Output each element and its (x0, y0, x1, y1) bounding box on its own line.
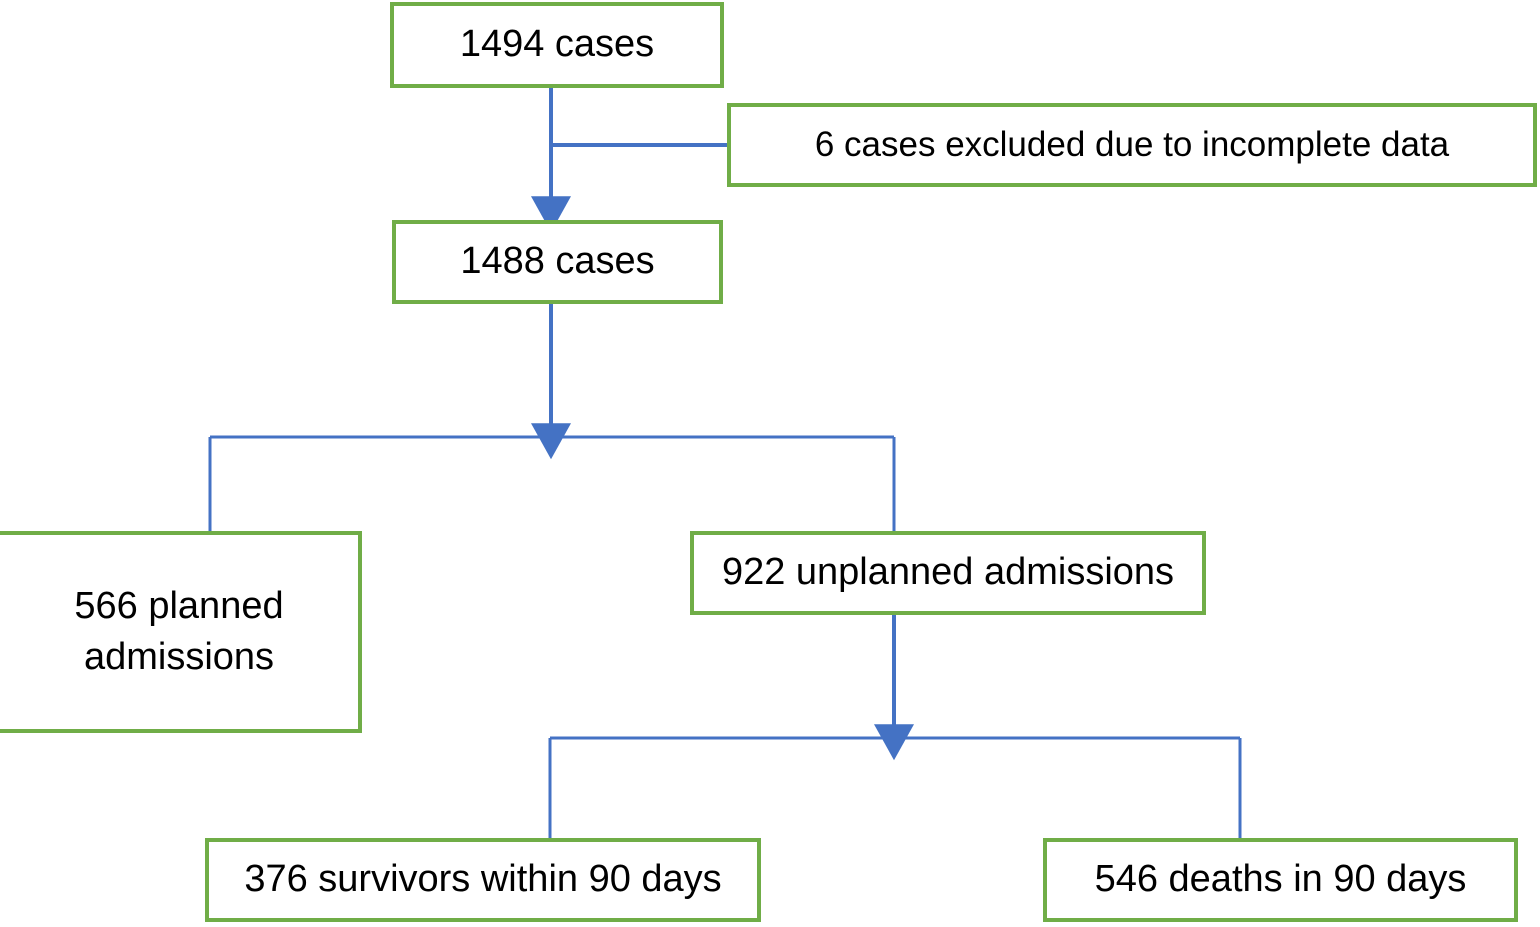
node-survivors-90-days-label: 376 survivors within 90 days (244, 858, 722, 901)
node-excluded-cases-label: 6 cases excluded due to incomplete data (814, 125, 1450, 165)
node-excluded-cases: 6 cases excluded due to incomplete data (727, 103, 1537, 187)
connector-total-to-excluded (549, 88, 727, 147)
connector-included-split (208, 435, 896, 531)
node-total-cases: 1494 cases (390, 2, 724, 88)
node-included-cases-label: 1488 cases (460, 240, 655, 283)
node-planned-admissions: 566 planned admissions (0, 531, 362, 733)
node-total-cases-label: 1494 cases (459, 23, 655, 66)
node-unplanned-admissions: 922 unplanned admissions (690, 531, 1206, 615)
node-survivors-90-days: 376 survivors within 90 days (205, 838, 761, 922)
node-planned-admissions-label: 566 planned admissions (74, 584, 284, 678)
node-included-cases: 1488 cases (392, 220, 723, 304)
node-deaths-90-days: 546 deaths in 90 days (1043, 838, 1518, 922)
connector-unplanned-split (548, 736, 1242, 838)
node-unplanned-admissions-label: 922 unplanned admissions (721, 551, 1175, 594)
node-deaths-90-days-label: 546 deaths in 90 days (1094, 858, 1467, 901)
